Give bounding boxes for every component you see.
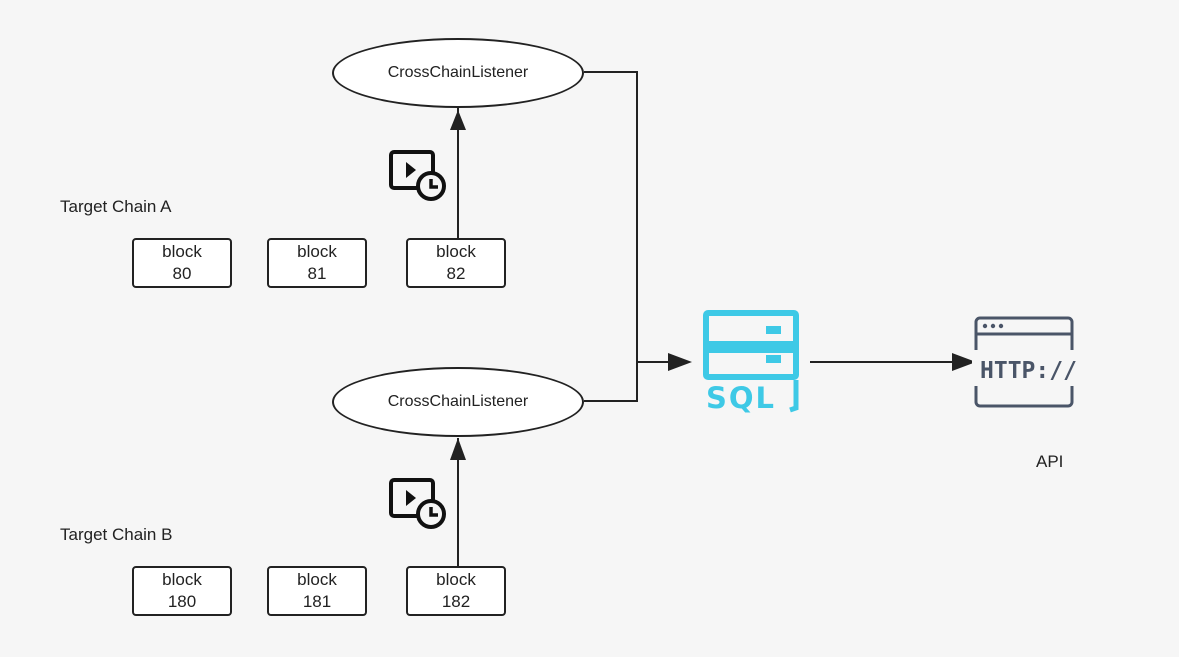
block-word: block [162,570,202,589]
block-node: block 82 [406,238,506,288]
listener-label: CrossChainListener [387,64,529,81]
arrowhead-to-api [952,353,976,371]
listener-label: CrossChainListener [387,393,529,410]
sql-database-icon: SQL [703,310,799,415]
block-number: 180 [167,592,197,611]
block-word: block [297,570,337,589]
video-timer-icon [389,478,446,529]
http-label: HTTP:// [980,358,1077,384]
block-number: 182 [441,592,471,611]
block-node: block 182 [406,566,506,616]
block-word: block [436,570,476,589]
block-number: 181 [302,592,332,611]
block-node: block 181 [267,566,367,616]
block-number: 81 [307,264,327,283]
block-word: block [297,242,337,261]
block-node: block 180 [132,566,232,616]
block-number: 82 [446,264,466,283]
arrowhead-up-a [450,110,466,130]
http-browser-icon: HTTP:// [972,316,1080,408]
connector-listener-a-to-merge [584,71,638,362]
block-number: 80 [172,264,192,283]
arrowhead-to-sql [668,353,692,371]
sql-label: SQL [706,381,776,415]
block-node: block 80 [132,238,232,288]
connector-listener-b-to-merge [584,362,638,402]
chain-label-a: Target Chain A [60,197,172,216]
chain-label-b: Target Chain B [60,525,173,544]
block-word: block [436,242,476,261]
api-label: API [1036,452,1064,471]
block-node: block 81 [267,238,367,288]
listener-node-a: CrossChainListener [332,38,584,108]
arrowhead-up-b [450,438,466,460]
block-word: block [162,242,202,261]
listener-node-b: CrossChainListener [332,367,584,437]
video-timer-icon [389,150,446,201]
